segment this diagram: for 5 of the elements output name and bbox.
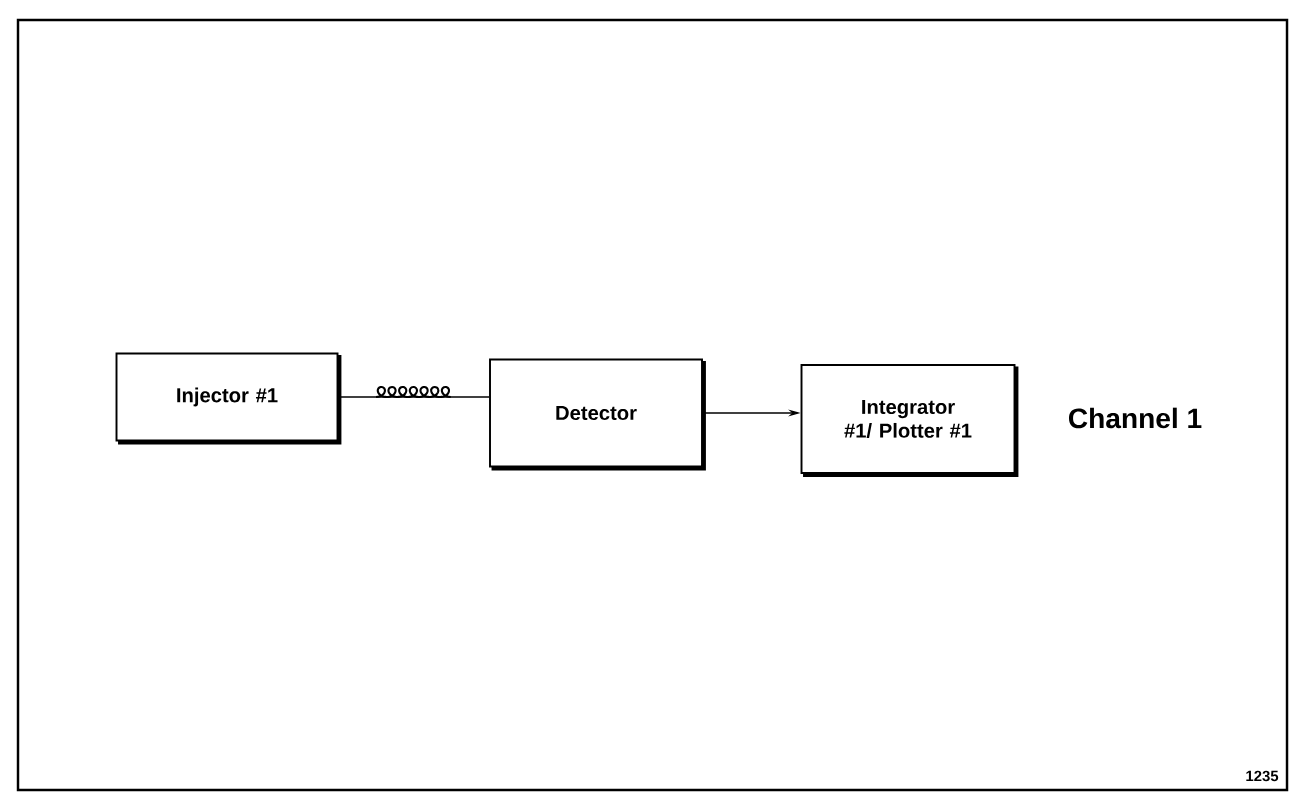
process-box: Detector [489,358,706,471]
process-box: Integrator #1/ Plotter #1 [800,364,1019,477]
channel-label: Channel 1 [1069,407,1202,429]
process-box: Injector #1 [115,352,342,445]
figure-number: 1235 [1246,770,1279,782]
